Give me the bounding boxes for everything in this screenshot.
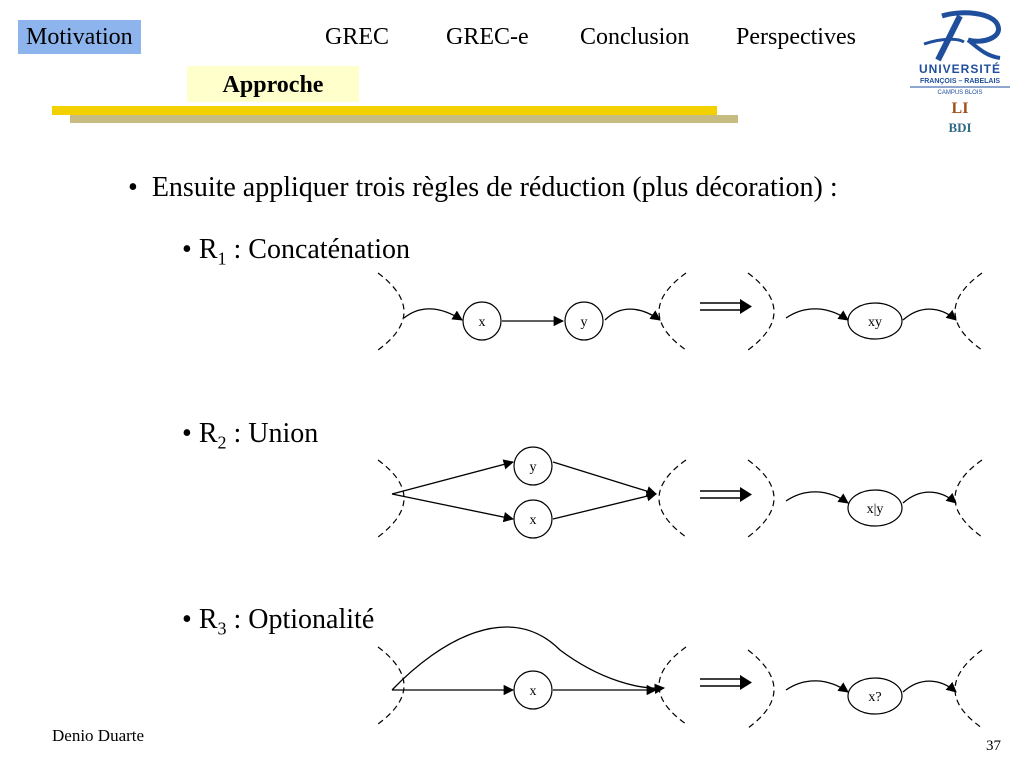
rule-r1: • R1 : Concaténation — [182, 234, 411, 269]
r3-result-label: x? — [868, 690, 881, 705]
rule-r3-index: 3 — [217, 618, 227, 639]
r2r-edge-out — [902, 491, 957, 504]
r1-left-boundary-in — [377, 272, 405, 351]
r1-node-y — [564, 301, 604, 341]
rule-r3-text: : Optionalité — [226, 604, 375, 635]
rule-r2: • R2 : Union — [182, 418, 319, 453]
rule-r1-letter: R — [198, 234, 218, 265]
r1-node-x — [462, 301, 502, 341]
r1-result-label: xy — [868, 315, 882, 330]
nav-item-conclusion[interactable]: Conclusion — [580, 24, 690, 50]
footer-author: Denio Duarte — [52, 726, 145, 745]
rule-r2-index: 2 — [217, 432, 227, 453]
r1-edge-out — [604, 308, 661, 321]
r3-left-boundary-out — [658, 646, 687, 725]
logo-bdi-text: BDI — [948, 120, 971, 135]
r1-node-xy — [847, 302, 903, 340]
rule-r3: • R3 : Optionalité — [182, 604, 375, 639]
r3-node-x-label: x — [530, 684, 537, 699]
r2-right-boundary-out — [954, 459, 983, 538]
r2-right-boundary-in — [747, 459, 775, 538]
r2-node-y-label: y — [530, 460, 537, 475]
r3-edge-skip — [391, 626, 666, 694]
r1-edge-in — [403, 308, 463, 321]
r1-left-boundary-out — [658, 272, 687, 351]
nav-item-grec-e[interactable]: GREC-e — [446, 24, 529, 50]
header-bar-olive — [70, 115, 738, 123]
r2-reduce-arrowhead — [740, 487, 752, 502]
nav-item-motivation[interactable]: Motivation — [18, 20, 141, 54]
r2-edge-y-out — [552, 461, 657, 497]
r3-right-boundary-out — [954, 649, 983, 729]
r2-node-x-label: x — [530, 513, 537, 528]
r3-right-boundary-in — [747, 649, 775, 729]
r2-edge-to-x — [391, 493, 515, 523]
logo-rabelais-text: FRANÇOIS – RABELAIS — [920, 78, 1000, 85]
r1-reduce-arrowhead — [740, 299, 752, 314]
r3r-edge-in — [785, 680, 849, 693]
nav-subitem-approche[interactable]: Approche — [187, 66, 359, 102]
r1-right-boundary-out — [954, 272, 983, 351]
r1-right-boundary-in — [747, 272, 775, 351]
nav-item-perspectives[interactable]: Perspectives — [736, 24, 856, 50]
r3-left-boundary-in — [377, 646, 405, 725]
r2-result-label: x|y — [867, 502, 884, 517]
university-logo: UNIVERSITÉ FRANÇOIS – RABELAIS CAMPUS BL… — [910, 10, 1010, 135]
rule-r3-letter: R — [198, 604, 218, 635]
r2-node-xy — [847, 489, 903, 527]
main-bullet: • Ensuite appliquer trois règles de rédu… — [128, 172, 838, 203]
header-bar-yellow — [52, 106, 717, 115]
nav-item-grec[interactable]: GREC — [325, 24, 390, 50]
r2r-edge-in — [785, 491, 849, 504]
r1-node-y-label: y — [581, 315, 588, 330]
page-number: 37 — [986, 738, 1001, 754]
r2-node-y — [513, 446, 553, 486]
r2-left-boundary-in — [377, 459, 405, 538]
r1-node-x-label: x — [479, 315, 486, 330]
r3-node-xq — [847, 677, 903, 715]
r2-left-boundary-out — [658, 459, 687, 538]
r1r-edge-out — [902, 308, 957, 321]
logo-campus-text: CAMPUS BLOIS — [937, 90, 982, 96]
rule-r1-index: 1 — [217, 248, 227, 269]
rule-r2-letter: R — [198, 418, 218, 449]
rule-r2-text: : Union — [226, 418, 319, 449]
r3-reduce-arrowhead — [740, 675, 752, 690]
logo-university-text: UNIVERSITÉ — [919, 61, 1001, 76]
r2-node-x — [513, 499, 553, 539]
r2-edge-x-out — [552, 491, 658, 520]
main-bullet-text: Ensuite appliquer trois règles de réduct… — [151, 172, 838, 203]
r3r-edge-out — [902, 680, 957, 693]
r2-edge-to-y — [391, 459, 515, 495]
rule-r1-text: : Concaténation — [226, 234, 411, 265]
r3-node-x — [513, 670, 553, 710]
r1r-edge-in — [785, 308, 849, 321]
logo-li-text: LI — [952, 100, 969, 117]
